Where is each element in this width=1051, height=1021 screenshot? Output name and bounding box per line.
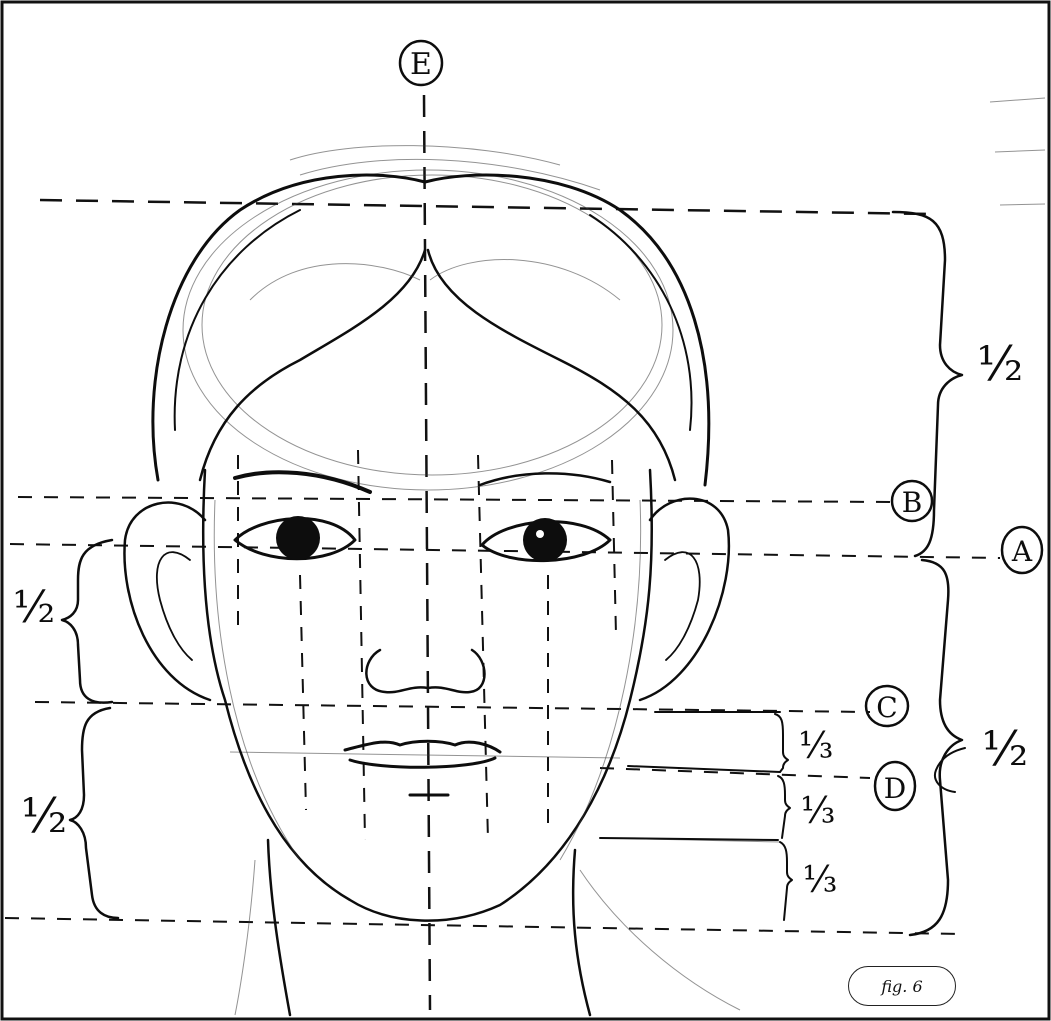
svg-text:E: E	[410, 47, 432, 82]
hair-right-sweep	[428, 250, 675, 480]
marker-a: A	[1002, 527, 1042, 573]
figure-caption: fig. 6	[848, 966, 956, 1006]
nose	[366, 650, 484, 692]
right-pupil	[523, 518, 567, 562]
svg-text:B: B	[902, 486, 923, 519]
top-of-head-line	[40, 200, 930, 214]
head-drawing	[124, 146, 740, 1015]
brace-left-upper	[62, 540, 112, 703]
fraction-upper-half: ½	[977, 336, 1024, 392]
fraction-third-2: ⅓	[801, 791, 836, 832]
marker-c: C	[866, 686, 908, 726]
fraction-left-lower-half: ½	[21, 788, 68, 844]
left-eyebrow	[235, 472, 370, 492]
brace-lower-half	[910, 560, 962, 935]
hair-outline	[153, 175, 709, 485]
guide-lines	[5, 95, 1045, 1010]
eye-guide-3	[358, 450, 365, 840]
brow-line-b	[18, 497, 895, 502]
hair-left-sweep	[200, 250, 425, 480]
svg-text:D: D	[884, 772, 906, 805]
fraction-lower-half: ½	[982, 721, 1029, 777]
fraction-third-1: ⅓	[799, 726, 834, 767]
mouth-line	[350, 758, 495, 767]
eye-guide-2	[300, 575, 306, 810]
neck-right	[573, 850, 590, 1015]
brace-left-lower	[70, 708, 118, 918]
eye-guide-6	[612, 460, 616, 635]
svg-text:C: C	[876, 691, 897, 724]
brace-third-1	[775, 714, 788, 772]
neck-left	[268, 840, 290, 1015]
letter-markers: E B A C D	[400, 41, 1042, 810]
nose-line-c	[35, 702, 870, 712]
right-ear	[640, 499, 729, 700]
fraction-left-upper-half: ½	[13, 582, 56, 633]
left-ear	[124, 503, 210, 700]
marker-d: D	[875, 762, 915, 810]
chin-line	[5, 918, 960, 934]
upper-lip	[345, 741, 500, 752]
brace-third-3	[780, 842, 792, 920]
marker-e: E	[400, 41, 442, 85]
marker-b: B	[892, 481, 932, 521]
brace-third-2	[778, 776, 790, 838]
svg-text:A: A	[1011, 535, 1033, 568]
left-pupil	[276, 516, 320, 560]
eye-guide-4	[478, 455, 488, 840]
center-line-e	[424, 95, 430, 1010]
fraction-third-3: ⅓	[803, 860, 838, 901]
